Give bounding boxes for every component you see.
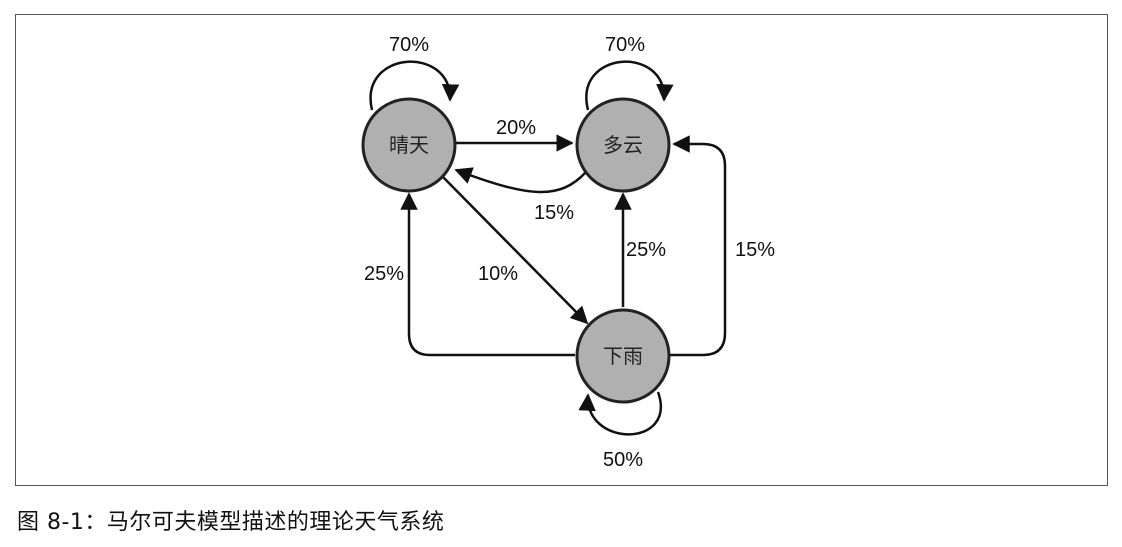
label-rainy-self: 50% — [603, 449, 643, 471]
markov-diagram: 晴天 多云 下雨 70% 70% 20% 15% 10% 25% 25% 15%… — [361, 34, 775, 471]
edge-rainy-self — [578, 391, 662, 436]
edge-cloudy-self — [585, 60, 674, 111]
label-cloudy-sunny: 15% — [534, 202, 574, 224]
state-sunny-label: 晴天 — [389, 133, 429, 157]
label-rainy-cloudy-direct: 25% — [626, 239, 666, 261]
label-cloudy-self: 70% — [605, 34, 645, 56]
edge-sunny-self — [369, 60, 460, 111]
state-rainy-label: 下雨 — [603, 344, 643, 368]
figure-frame — [15, 14, 1108, 486]
state-cloudy: 多云 — [575, 97, 671, 193]
state-rainy: 下雨 — [575, 308, 671, 404]
state-cloudy-label: 多云 — [603, 133, 643, 157]
label-sunny-cloudy: 20% — [496, 117, 536, 139]
edge-sunny-rainy — [442, 176, 589, 325]
figure-caption: 图 8-1：马尔可夫模型描述的理论天气系统 — [17, 510, 445, 535]
label-sunny-self: 70% — [389, 34, 429, 56]
label-sunny-rainy: 10% — [478, 263, 518, 285]
label-rainy-sunny: 25% — [364, 263, 404, 285]
edge-rainy-cloudy-loop — [670, 135, 727, 357]
state-sunny: 晴天 — [361, 97, 457, 193]
label-rainy-cloudy-loop: 15% — [735, 239, 775, 261]
edge-cloudy-sunny — [454, 167, 587, 194]
edge-rainy-sunny — [400, 192, 575, 357]
